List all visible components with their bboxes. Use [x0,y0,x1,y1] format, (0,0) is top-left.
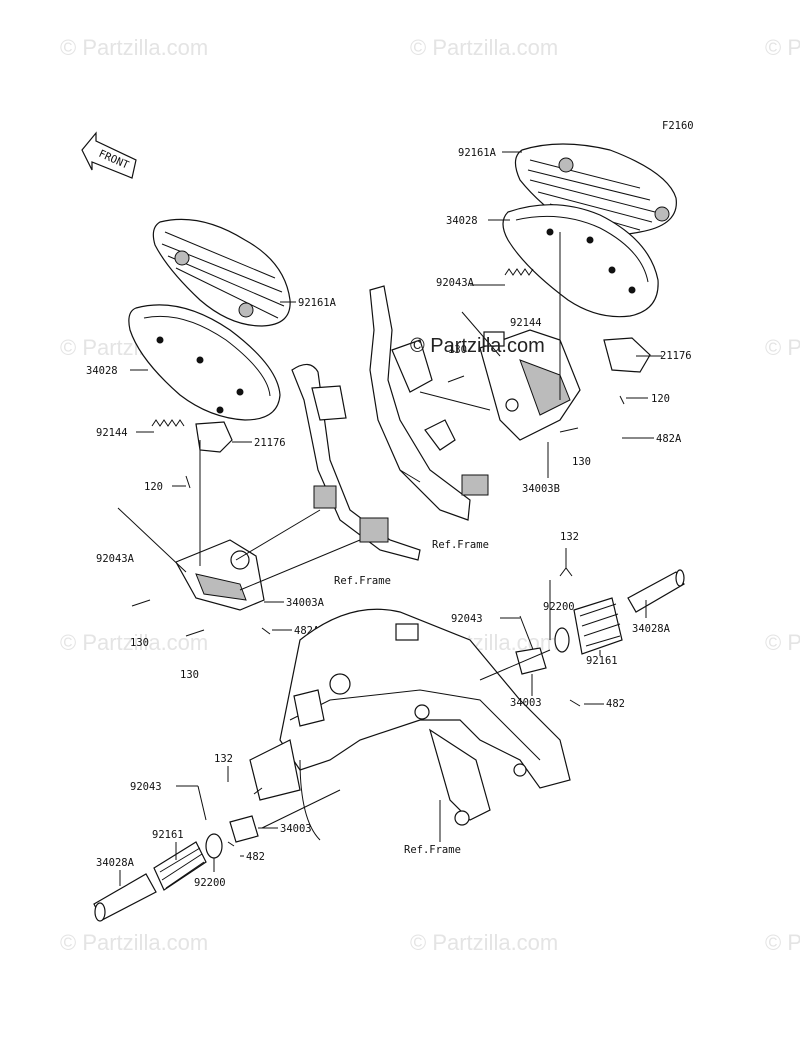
part-label: 132 [214,753,233,765]
part-label: 130 [130,637,149,649]
watermark: © Partzilla.com [60,630,208,655]
right-frame-section [369,285,489,521]
part-label: 482A [656,433,682,445]
part-label: 34028A [632,623,671,635]
watermark: © Partzilla.com [765,35,800,60]
part-label: 34003 [280,823,312,835]
part-label: 92161A [458,147,497,159]
ref-frame-label: Ref.Frame [334,575,391,587]
part-label: 34028A [96,857,135,869]
right-bolts [447,375,625,433]
watermark: © Partzilla.com [410,35,558,60]
part-label: 92144 [96,427,128,439]
part-label: 92043A [436,277,475,289]
left-bolts [131,475,271,637]
part-label: 130 [180,669,199,681]
part-label: 34003 [510,697,542,709]
left-leaders [130,301,361,631]
watermark: © Partzilla.com [765,930,800,955]
right-pad [603,337,651,373]
watermark: © Partzilla.com [765,630,800,655]
part-label: 92043 [130,781,162,793]
part-label: 482 [606,698,625,710]
part-label: 92161 [152,829,184,841]
left-spring [151,419,185,427]
left-frame-section [291,363,421,561]
part-label: 130 [448,344,467,356]
left-floorboard [128,304,281,421]
watermark: © Partzilla.com [60,35,208,60]
figure-code: F2160 [662,120,694,132]
watermark-overlay: © Partzilla.com [410,335,545,357]
front-arrow-icon: FRONT [81,131,137,179]
part-label: 120 [144,481,163,493]
watermark: © Partzilla.com [410,930,558,955]
part-label: 34028 [446,215,478,227]
part-label: 130 [572,456,591,468]
left-pad [195,421,233,453]
left-footpeg-assembly [93,785,263,922]
part-label: 34003B [522,483,560,495]
part-label: 120 [651,393,670,405]
part-label: 92161 [586,655,618,667]
main-frame [249,608,571,841]
left-bracket [175,539,265,611]
bottom-leaders [119,548,647,886]
right-spring [504,268,534,276]
left-floorboard-rubber [152,218,291,327]
right-floorboard [502,204,659,318]
right-footpeg-assembly [515,567,685,707]
ref-frame-label: Ref.Frame [432,539,489,551]
part-label: 92200 [194,877,226,889]
left-pin [117,507,187,573]
part-label: 21176 [254,437,286,449]
part-label: 34028 [86,365,118,377]
right-pin [461,311,501,357]
right-floorboard-bracket [479,329,581,441]
part-label: 34003A [286,597,325,609]
part-label: 132 [560,531,579,543]
part-label: 92161A [298,297,337,309]
part-label: 92043A [96,553,135,565]
watermark: © Partzilla.com [765,335,800,360]
part-label: 92043 [451,613,483,625]
part-label: 92144 [510,317,542,329]
watermark: © Partzilla.com [60,930,208,955]
part-label: 21176 [660,350,692,362]
right-leaders [419,151,662,478]
part-label: 92200 [543,601,575,613]
part-label: 482 [246,851,265,863]
ref-frame-label: Ref.Frame [404,844,461,856]
